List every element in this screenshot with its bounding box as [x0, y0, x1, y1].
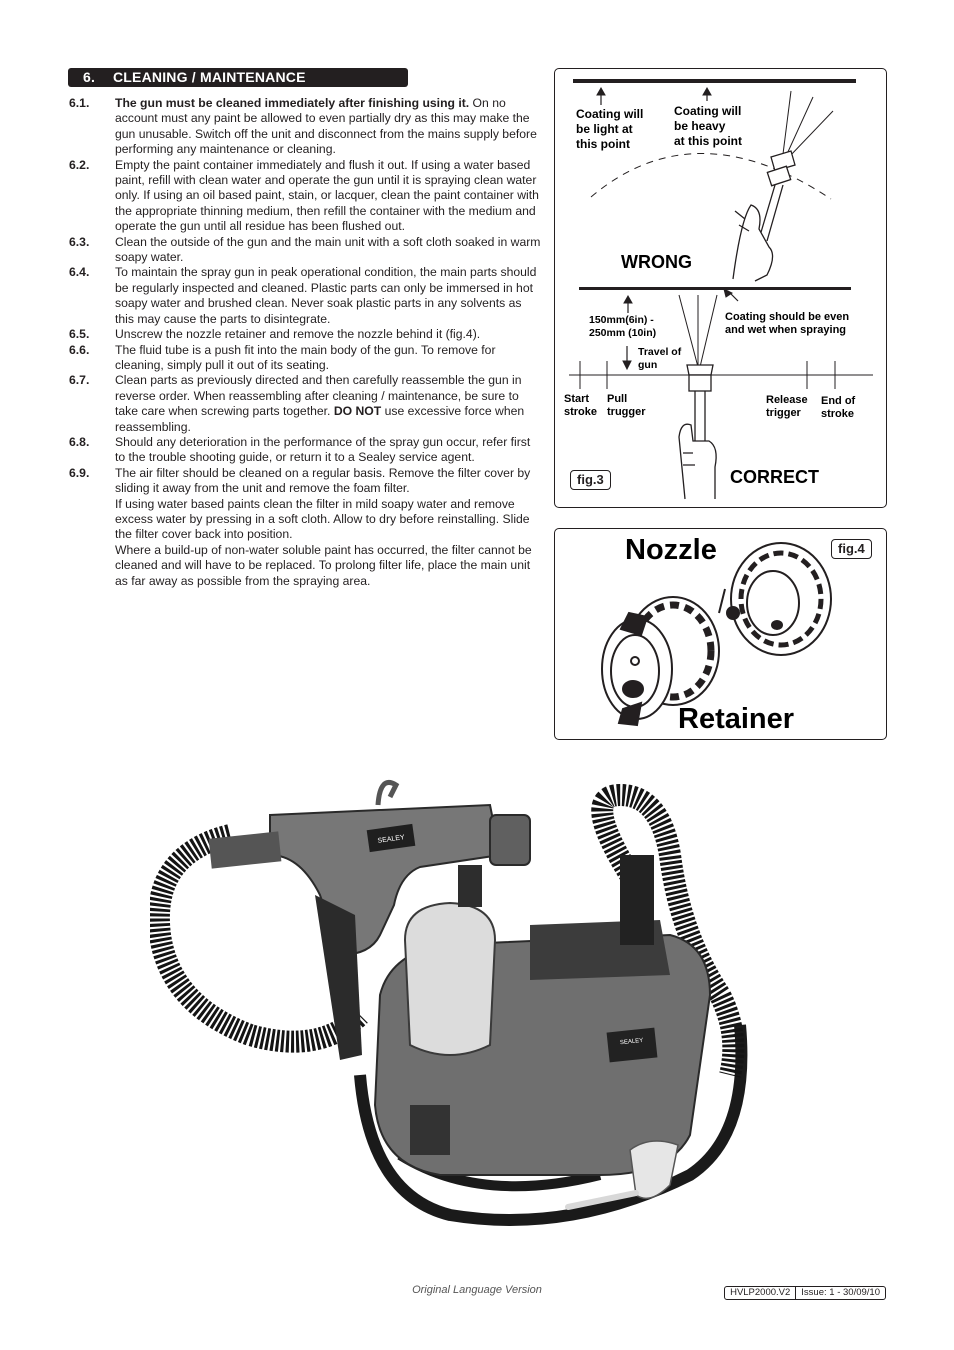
- list-item: 6.3. Clean the outside of the gun and th…: [69, 235, 541, 266]
- item-number: 6.1.: [69, 96, 90, 110]
- list-item: 6.6. The fluid tube is a push fit into t…: [69, 343, 541, 374]
- fig3-start-1: Start: [564, 393, 589, 405]
- fig4-nozzle-retainer: Nozzle Retainer fig.4: [554, 528, 887, 740]
- fig3-wrong-label: WRONG: [621, 252, 692, 272]
- fig3-correct-label: CORRECT: [730, 467, 819, 487]
- spray-gun-product-photo: SEALEY SEALEY: [150, 780, 748, 1226]
- item-number: 6.6.: [69, 342, 90, 357]
- item-text: To maintain the spray gun in peak operat…: [115, 265, 537, 326]
- item-text: The fluid tube is a push fit into the ma…: [115, 342, 496, 372]
- footer-reference: HVLP2000.V2 Issue: 1 - 30/09/10: [724, 1286, 886, 1300]
- item-text: If using water based paints clean the fi…: [115, 496, 530, 542]
- fig3-pull-2: trugger: [607, 406, 646, 418]
- fig3-light-2: be light at: [576, 122, 633, 136]
- fig3-release-2: trigger: [766, 407, 802, 419]
- fig3-release-1: Release: [766, 394, 808, 406]
- item-number: 6.9.: [69, 465, 90, 480]
- fig3-even-2: and wet when spraying: [725, 324, 846, 336]
- fig3-end-2: stroke: [821, 408, 854, 420]
- fig3-travel-1: Travel of: [638, 346, 682, 358]
- fig4-label: fig.4: [831, 539, 872, 559]
- item-text: Should any deterioration in the performa…: [115, 434, 531, 465]
- item-text: On no account must any paint be allowed …: [115, 96, 537, 157]
- fig3-light-1: Coating will: [576, 107, 643, 121]
- item-number: 6.5.: [69, 327, 90, 342]
- fig4-nozzle-label: Nozzle: [625, 534, 717, 566]
- fig3-distance-1: 150mm(6in) -: [589, 314, 654, 326]
- item-number: 6.4.: [69, 265, 90, 280]
- item-text: Clean the outside of the gun and the mai…: [115, 234, 541, 265]
- item-bold-text: DO NOT: [333, 404, 382, 419]
- item-number: 6.8.: [69, 434, 90, 449]
- instruction-list: 6.1. The gun must be cleaned immediately…: [69, 96, 541, 589]
- fig3-even-1: Coating should be even: [725, 311, 849, 323]
- fig4-illustration: Nozzle Retainer: [601, 534, 832, 735]
- footer-issue: Issue: 1 - 30/09/10: [795, 1287, 885, 1299]
- item-number: 6.3.: [69, 234, 90, 249]
- list-item: 6.8. Should any deterioration in the per…: [69, 435, 541, 466]
- fig3-end-1: End of: [821, 395, 856, 407]
- list-item: 6.7. Clean parts as previously directed …: [69, 373, 541, 435]
- fig3-travel-2: gun: [638, 359, 657, 371]
- fig3-illustration: Coating will be light at this point Coat…: [564, 79, 873, 500]
- footer-language-version: Original Language Version: [412, 1284, 542, 1296]
- item-text: The air filter should be cleaned on a re…: [115, 465, 531, 496]
- item-text: Clean parts as previously directed and t…: [115, 373, 522, 419]
- item-bold-text: The gun must be cleaned immediately afte…: [115, 96, 470, 110]
- fig3-pull-1: Pull: [607, 393, 627, 405]
- section-title: CLEANING / MAINTENANCE: [113, 69, 306, 85]
- product-body-badge: SEALEY: [620, 1038, 644, 1046]
- section-number: 6.: [83, 69, 96, 85]
- fig3-label: fig.3: [570, 470, 611, 490]
- fig3-light-3: this point: [576, 137, 630, 151]
- product-gun-badge: SEALEY: [377, 834, 405, 845]
- fig3-spray-technique: Coating will be light at this point Coat…: [554, 68, 887, 508]
- list-item: 6.1. The gun must be cleaned immediately…: [69, 96, 541, 158]
- item-number: 6.7.: [69, 373, 90, 388]
- list-item: 6.9. The air filter should be cleaned on…: [69, 466, 541, 589]
- list-item: 6.5. Unscrew the nozzle retainer and rem…: [69, 327, 541, 342]
- fig3-heavy-3: at this point: [674, 134, 742, 148]
- fig3-heavy-1: Coating will: [674, 104, 741, 118]
- list-item: 6.2. Empty the paint container immediate…: [69, 158, 541, 235]
- item-text: Unscrew the nozzle retainer and remove t…: [115, 327, 481, 342]
- section-header: 6. CLEANING / MAINTENANCE: [68, 68, 408, 87]
- footer-model-ref: HVLP2000.V2: [730, 1287, 791, 1298]
- item-text: Empty the paint container immediately an…: [115, 157, 539, 234]
- item-text: use excessive force when reassembling.: [115, 404, 525, 434]
- list-item: 6.4. To maintain the spray gun in peak o…: [69, 265, 541, 327]
- fig3-start-2: stroke: [564, 406, 597, 418]
- fig3-distance-2: 250mm (10in): [589, 327, 656, 339]
- fig4-retainer-label: Retainer: [678, 703, 794, 735]
- item-number: 6.2.: [69, 157, 90, 172]
- fig3-heavy-2: be heavy: [674, 119, 726, 133]
- item-text: Where a build-up of non-water soluble pa…: [115, 542, 532, 588]
